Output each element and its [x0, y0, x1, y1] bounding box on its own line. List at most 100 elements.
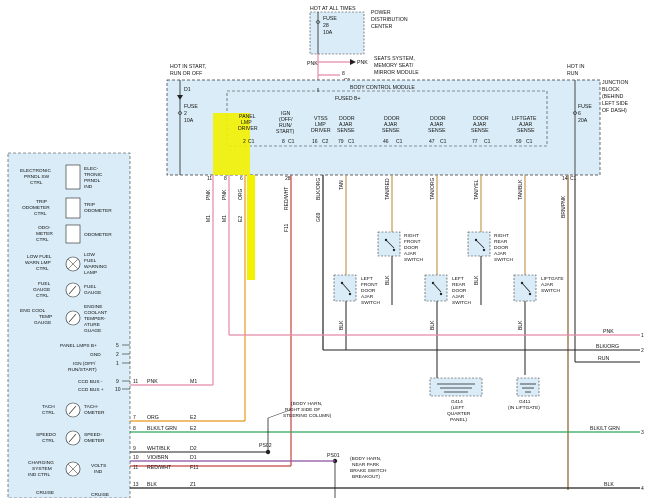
- jb-title-1: JUNCTION: [602, 80, 628, 86]
- cw-3-wire: WHT/BLK: [147, 446, 171, 452]
- bcm-pin-door-2: DOOR AJAR SENSE 46 C1: [382, 116, 403, 145]
- re-3-wire: BLK: [604, 482, 614, 488]
- bcm-pin-4-l2: AJAR: [384, 122, 398, 128]
- jb-wire-0-circuit: M1: [206, 215, 212, 222]
- jb-fuse-left-2: 2: [184, 111, 187, 117]
- ci-4-d1: FUEL: [84, 284, 97, 290]
- sw-1-l5: SWITCH: [494, 257, 513, 263]
- cp-3-pin: 9: [116, 379, 119, 385]
- bcm-pin-2-l3: DRIVER: [311, 128, 331, 134]
- cw-3-circuit: D2: [190, 446, 197, 452]
- jb-fuse-left-3: 10A: [184, 118, 194, 124]
- switch-liftgate: LIFTGATE AJAR SWITCH: [513, 274, 564, 375]
- bcm-pin-4-num: 46: [383, 139, 389, 145]
- ci-9-d1: CRUISE: [91, 492, 109, 498]
- bcm-pin-1-l2: (OFF/: [279, 117, 293, 123]
- bcm-pin-vtss: VTSS LMP DRIVER 16 C2: [311, 116, 331, 145]
- ci-3-d3: WARNING: [84, 264, 107, 270]
- cw-5-wire: RED/WHT: [147, 465, 172, 471]
- sw-0-l3: DOOR: [404, 245, 419, 251]
- ps02-note-1: (BODY HARN,: [291, 401, 322, 407]
- cluster-wire-labels: 11 PNK M1 7 ORG E2 8 BLK/LT GRN E2 9 WHT…: [133, 379, 199, 488]
- jb-wire-2-circuit: E2: [238, 216, 244, 222]
- ci-6-l1: TACH: [42, 404, 55, 410]
- ci-5-d5: GUAGE: [84, 328, 101, 334]
- bcm-pin-1-l1: IGN: [281, 111, 290, 117]
- bcm-title: BODY CONTROL MODULE: [350, 85, 415, 91]
- ci-3-d2: FUEL: [84, 258, 97, 264]
- sw-2-l2: FRONT: [361, 282, 378, 288]
- cluster-wires: [130, 384, 335, 467]
- cp-2-pin: 1: [116, 361, 119, 367]
- ci-8-d2: IND: [94, 469, 103, 475]
- ps01-note-4: BREAKOUT): [352, 474, 380, 480]
- sw-3-l5: SWITCH: [452, 300, 471, 306]
- pdc-pin-8: 8: [342, 71, 345, 77]
- bcm-pin-0-l2: LMP: [241, 120, 252, 126]
- cp-3-label: CCD BUS -: [78, 379, 103, 385]
- bcm-pin-5-conn: C1: [440, 139, 447, 145]
- sw-gnd-wire-5: BLK: [518, 320, 524, 330]
- ci-0-d4: IND: [84, 184, 93, 190]
- bcm-pin-6-l1: DOOR: [473, 116, 489, 122]
- jb-wire-6-color: TAN/RED: [385, 178, 391, 200]
- bcm-pin-7-num: 59: [516, 139, 522, 145]
- bcm-pin-2-l2: LMP: [315, 122, 326, 128]
- ci-7-l2: CTRL: [42, 438, 55, 444]
- jb-wire-3-circuit: F11: [284, 224, 290, 232]
- cw-2-wire: BLK/LT GRN: [147, 426, 177, 432]
- cw-6-wire: BLK: [147, 482, 157, 488]
- ci-0-d1: ELEC-: [84, 166, 99, 172]
- jb-wire-1-pin: 8: [224, 176, 227, 182]
- jb-d1: D1: [184, 87, 191, 93]
- bcm-pin-2-num: 16: [312, 139, 318, 145]
- switch-right-rear: RIGHT REAR DOOR AJAR SWITCH: [467, 231, 513, 305]
- ci-8-l2: SYSTEM: [32, 466, 52, 472]
- sw-gnd-wire-1: BLK: [385, 275, 391, 285]
- sw-4-l2: AJAR: [541, 282, 554, 288]
- jb-fuse-right-2: 6: [578, 111, 581, 117]
- bcm-pin-1-conn: C1: [288, 139, 295, 145]
- cw-6-circuit: Z1: [190, 482, 196, 488]
- jb-wire-3-pin: 28: [285, 176, 291, 182]
- ci-7-d2: OMETER: [84, 438, 105, 444]
- switch-left-front: LEFT FRONT DOOR AJAR SWITCH: [333, 274, 380, 350]
- jb-wire-5-color: TAN: [339, 180, 345, 190]
- jb-fuse-right-1: FUSE: [578, 104, 592, 110]
- ci-4-l1: FUEL: [38, 281, 51, 287]
- pdc-fuse-line-2: 28: [323, 23, 329, 29]
- sw-0-l2: FRONT: [404, 239, 421, 245]
- bcm-pin-3-conn: C1: [348, 139, 355, 145]
- bcm-pin-ign: IGN (OFF/ RUN/ START) 8 C1: [276, 111, 295, 145]
- cw-1-pin: 7: [133, 415, 136, 421]
- splice-ps01: PS01: [327, 453, 340, 459]
- bcm-pin-0-l3: DRIVER: [238, 126, 258, 132]
- g414-l2: (LEFT: [451, 405, 464, 411]
- ci-0-d2: TRONIC: [84, 172, 103, 178]
- ci-3-d1: LOW: [84, 252, 95, 258]
- sw-2-l3: DOOR: [361, 288, 376, 294]
- ci-8-d1: VOLTS: [91, 463, 106, 469]
- ps01-note-3: BRAKE SWITCH: [350, 468, 387, 474]
- switch-right-front: RIGHT FRONT DOOR AJAR SWITCH: [377, 231, 423, 305]
- bcm-pin-3-l1: DOOR: [339, 116, 355, 122]
- jb-title-2: BLOCK: [602, 87, 620, 93]
- cw-6-pin: 13: [133, 482, 139, 488]
- highlight-trail: [247, 175, 255, 280]
- sw-0-l1: RIGHT: [404, 233, 419, 239]
- ci-0-l1: ELECTRONIC: [20, 168, 51, 174]
- pdc-wire-top: PNK: [307, 61, 318, 67]
- cluster-item-low-fuel: LOW FUEL WARN LMP CTRL LOW FUEL WARNING …: [25, 252, 107, 276]
- power-distribution-fuse: HOT AT ALL TIMES FUSE 28 10A POWER DISTR…: [307, 6, 419, 88]
- cw-2-pin: 8: [133, 426, 136, 432]
- cp-2-l2: RUN/START): [68, 367, 97, 373]
- ci-6-d2: OMETER: [84, 410, 105, 416]
- ci-7-d1: SPEED-: [84, 432, 102, 438]
- jb-title-3: (BEHIND: [602, 94, 624, 100]
- jb-hot-right-2: RUN: [567, 71, 578, 77]
- ci-5-l3: GAUGE: [34, 320, 51, 326]
- bcm-pin-door-1: DOOR AJAR SENSE 79 C1: [337, 116, 355, 145]
- ps02-note-3: STEERING COLUMN): [283, 413, 332, 419]
- g411-l1: G411: [519, 399, 531, 405]
- cw-1-wire: ORG: [147, 415, 159, 421]
